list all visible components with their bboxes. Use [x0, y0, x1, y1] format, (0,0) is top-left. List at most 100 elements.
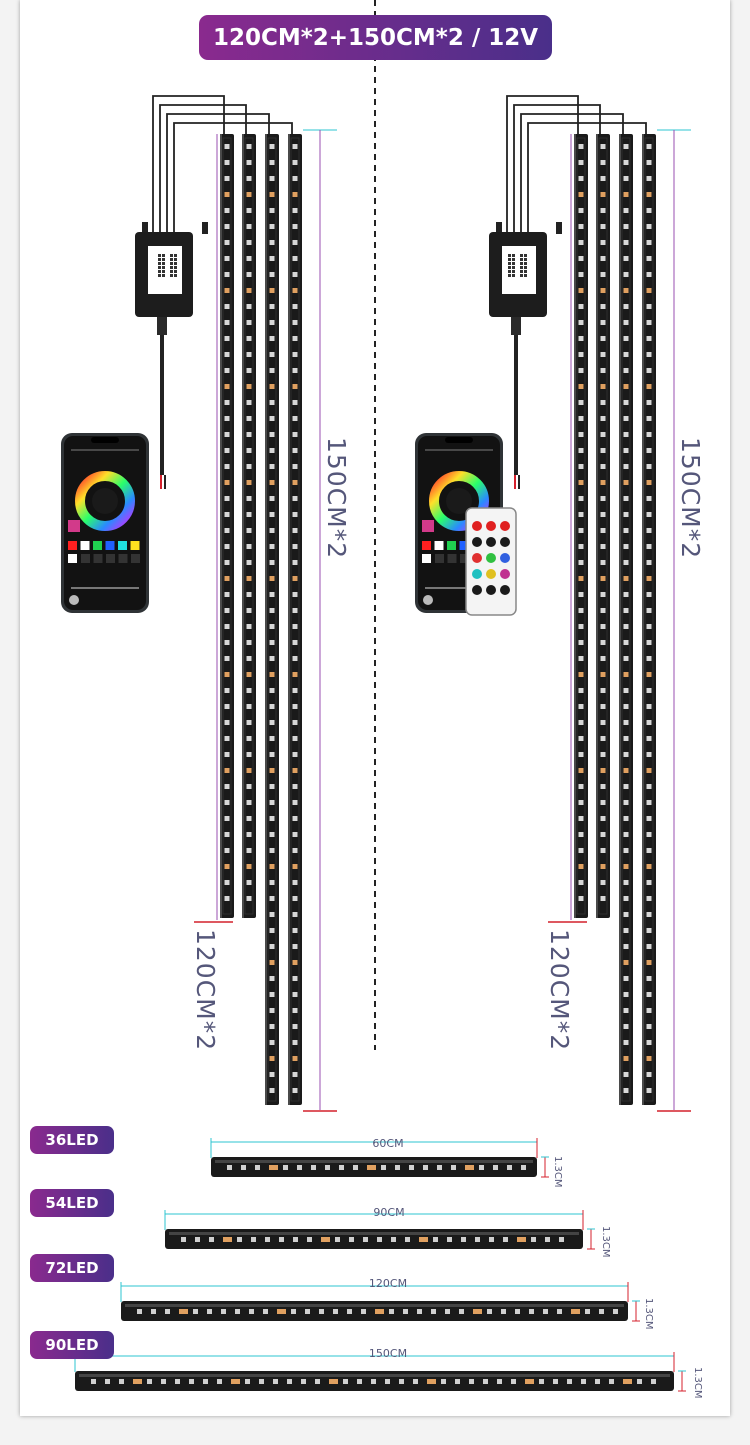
led-chip: [600, 720, 606, 725]
led-chip: [600, 272, 606, 277]
led-chip: [483, 1379, 488, 1384]
led-chip: [623, 736, 629, 741]
led-chip: [600, 256, 606, 261]
led-chip: [224, 896, 230, 901]
color-swatch: [105, 541, 115, 550]
led-chip: [224, 192, 230, 197]
led-chip: [578, 352, 584, 357]
strip-lens: [621, 137, 631, 1102]
strip-length-label-90: 90CM: [373, 1206, 405, 1219]
led-chip: [105, 1379, 110, 1384]
led-chip: [623, 1024, 629, 1029]
led-chip: [600, 880, 606, 885]
led-chip: [246, 720, 252, 725]
led-chip: [269, 672, 275, 677]
led-chip: [578, 832, 584, 837]
led-chip: [269, 736, 275, 741]
led-chip: [269, 448, 275, 453]
strip-edge: [288, 134, 290, 1105]
led-chip: [623, 432, 629, 437]
led-chip: [489, 1237, 494, 1242]
led-chip: [600, 544, 606, 549]
led-chip: [246, 800, 252, 805]
led-chip: [292, 208, 298, 213]
led-chip: [246, 288, 252, 293]
led-chip: [600, 432, 606, 437]
led-chip: [623, 848, 629, 853]
led-chip: [237, 1237, 242, 1242]
led-chip: [269, 528, 275, 533]
led-chip: [207, 1309, 212, 1314]
led-chip: [646, 624, 652, 629]
led-chip: [181, 1237, 186, 1242]
led-chip: [292, 480, 298, 485]
led-chip: [224, 320, 230, 325]
remote-button: [472, 537, 482, 547]
led-chip: [137, 1309, 142, 1314]
strip-edge: [642, 134, 644, 1105]
led-chip: [224, 448, 230, 453]
led-chip: [305, 1309, 310, 1314]
led-chip: [578, 416, 584, 421]
led-chip: [224, 768, 230, 773]
led-chip: [224, 240, 230, 245]
strip-length-label-60: 60CM: [372, 1137, 404, 1150]
strip-length-label-150: 150CM: [368, 1347, 408, 1360]
led-chip: [292, 768, 298, 773]
led-chip: [600, 736, 606, 741]
led-chip: [292, 368, 298, 373]
led-chip: [269, 944, 275, 949]
led-chip: [578, 176, 584, 181]
phone-notch: [445, 437, 473, 443]
color-swatch: [93, 541, 102, 550]
color-swatch: [422, 541, 431, 550]
led-chip: [600, 560, 606, 565]
led-chip: [269, 464, 275, 469]
led-chip: [455, 1379, 460, 1384]
qr-code-cell: [520, 270, 523, 273]
strip-length-label-120: 120CM: [368, 1277, 408, 1290]
led-chip: [600, 224, 606, 229]
led-count-badge-54: 54LED: [30, 1189, 114, 1217]
led-chip: [217, 1379, 222, 1384]
led-chip: [291, 1309, 296, 1314]
led-chip: [292, 688, 298, 693]
led-chip: [224, 704, 230, 709]
led-chip: [395, 1165, 400, 1170]
led-chip: [646, 192, 652, 197]
led-chip: [600, 832, 606, 837]
led-chip: [224, 576, 230, 581]
qr-code-cell: [174, 254, 177, 257]
led-chip: [651, 1379, 656, 1384]
led-chip: [224, 496, 230, 501]
led-chip: [292, 336, 298, 341]
led-chip: [269, 656, 275, 661]
led-chip: [578, 672, 584, 677]
empty-swatch: [447, 554, 457, 563]
led-chip: [269, 384, 275, 389]
color-swatch: [68, 541, 77, 550]
led-chip: [224, 480, 230, 485]
led-chip: [292, 272, 298, 277]
strip-lens: [576, 137, 586, 915]
led-chip: [246, 400, 252, 405]
led-chip: [333, 1309, 338, 1314]
led-chip: [623, 384, 629, 389]
led-chip: [578, 576, 584, 581]
led-chip: [224, 400, 230, 405]
led-chip: [600, 192, 606, 197]
led-chip: [269, 1024, 275, 1029]
strip-edge: [265, 134, 267, 1105]
led-chip: [175, 1379, 180, 1384]
led-chip: [600, 416, 606, 421]
led-chip: [347, 1309, 352, 1314]
led-chip: [578, 160, 584, 165]
led-chip: [419, 1237, 428, 1242]
remote-control-image: [465, 507, 517, 616]
qr-code-cell: [174, 258, 177, 261]
led-chip: [246, 160, 252, 165]
strip-edge: [596, 134, 598, 918]
led-chip: [259, 1379, 264, 1384]
led-chip: [371, 1379, 376, 1384]
led-chip: [578, 528, 584, 533]
